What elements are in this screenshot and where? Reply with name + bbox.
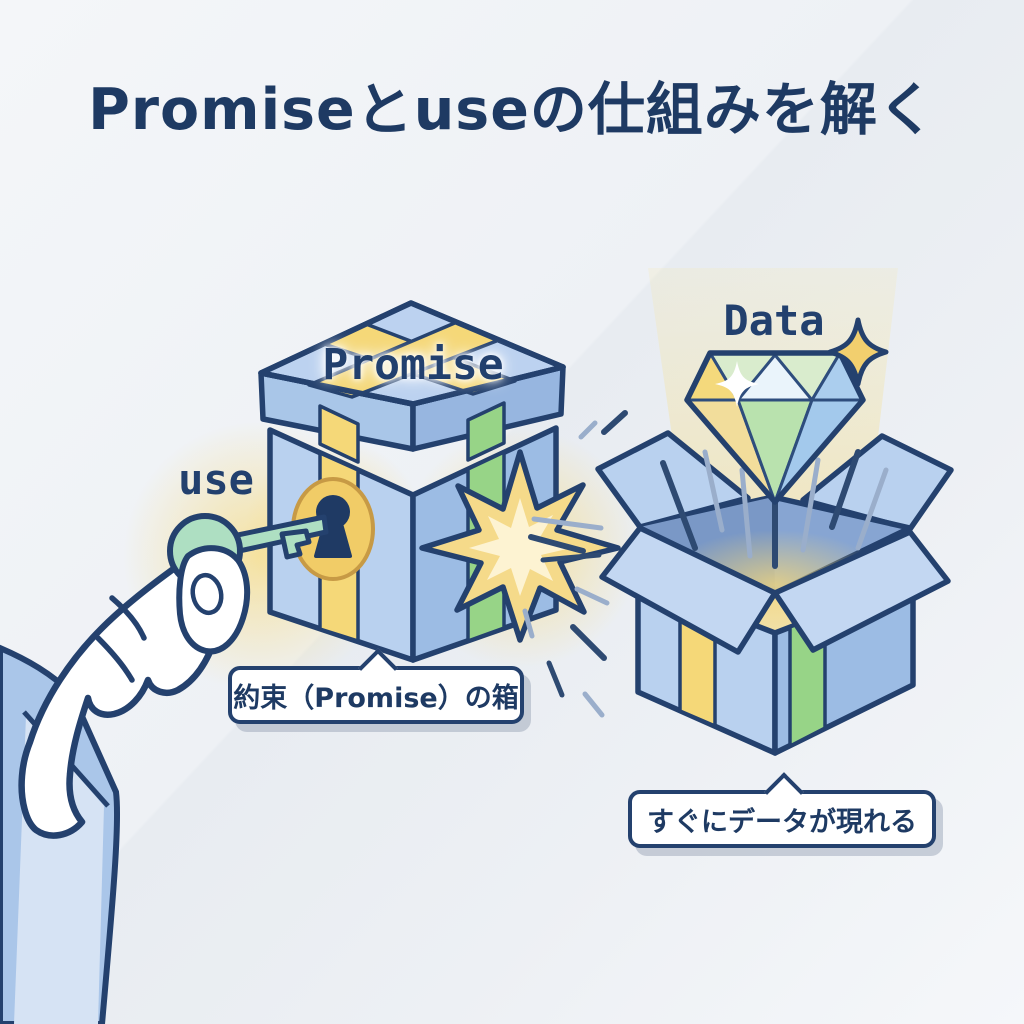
sparkle-icon: [827, 317, 889, 387]
promise-box-label: Promise: [322, 340, 504, 390]
unlock-burst-icon: [419, 449, 621, 643]
data-callout: すぐにデータが現れる: [628, 772, 936, 848]
hand: [18, 549, 227, 839]
burst-dashes: [522, 410, 628, 718]
diamond-glint: [715, 361, 759, 407]
use-key-label: use: [178, 455, 254, 504]
page-title: Promiseとuseの仕組みを解く: [88, 77, 936, 143]
promise-callout: 約束（Promise）の箱: [228, 648, 524, 724]
promise-callout-text: 約束（Promise）の箱: [233, 682, 519, 714]
thumb-nail: [190, 572, 224, 616]
rising-lines: [660, 449, 889, 569]
data-callout-text: すぐにデータが現れる: [647, 806, 917, 838]
diamond-icon: [684, 350, 866, 505]
thumb: [95, 545, 251, 683]
data-label: Data: [723, 296, 825, 345]
open-box-body: [599, 525, 951, 756]
